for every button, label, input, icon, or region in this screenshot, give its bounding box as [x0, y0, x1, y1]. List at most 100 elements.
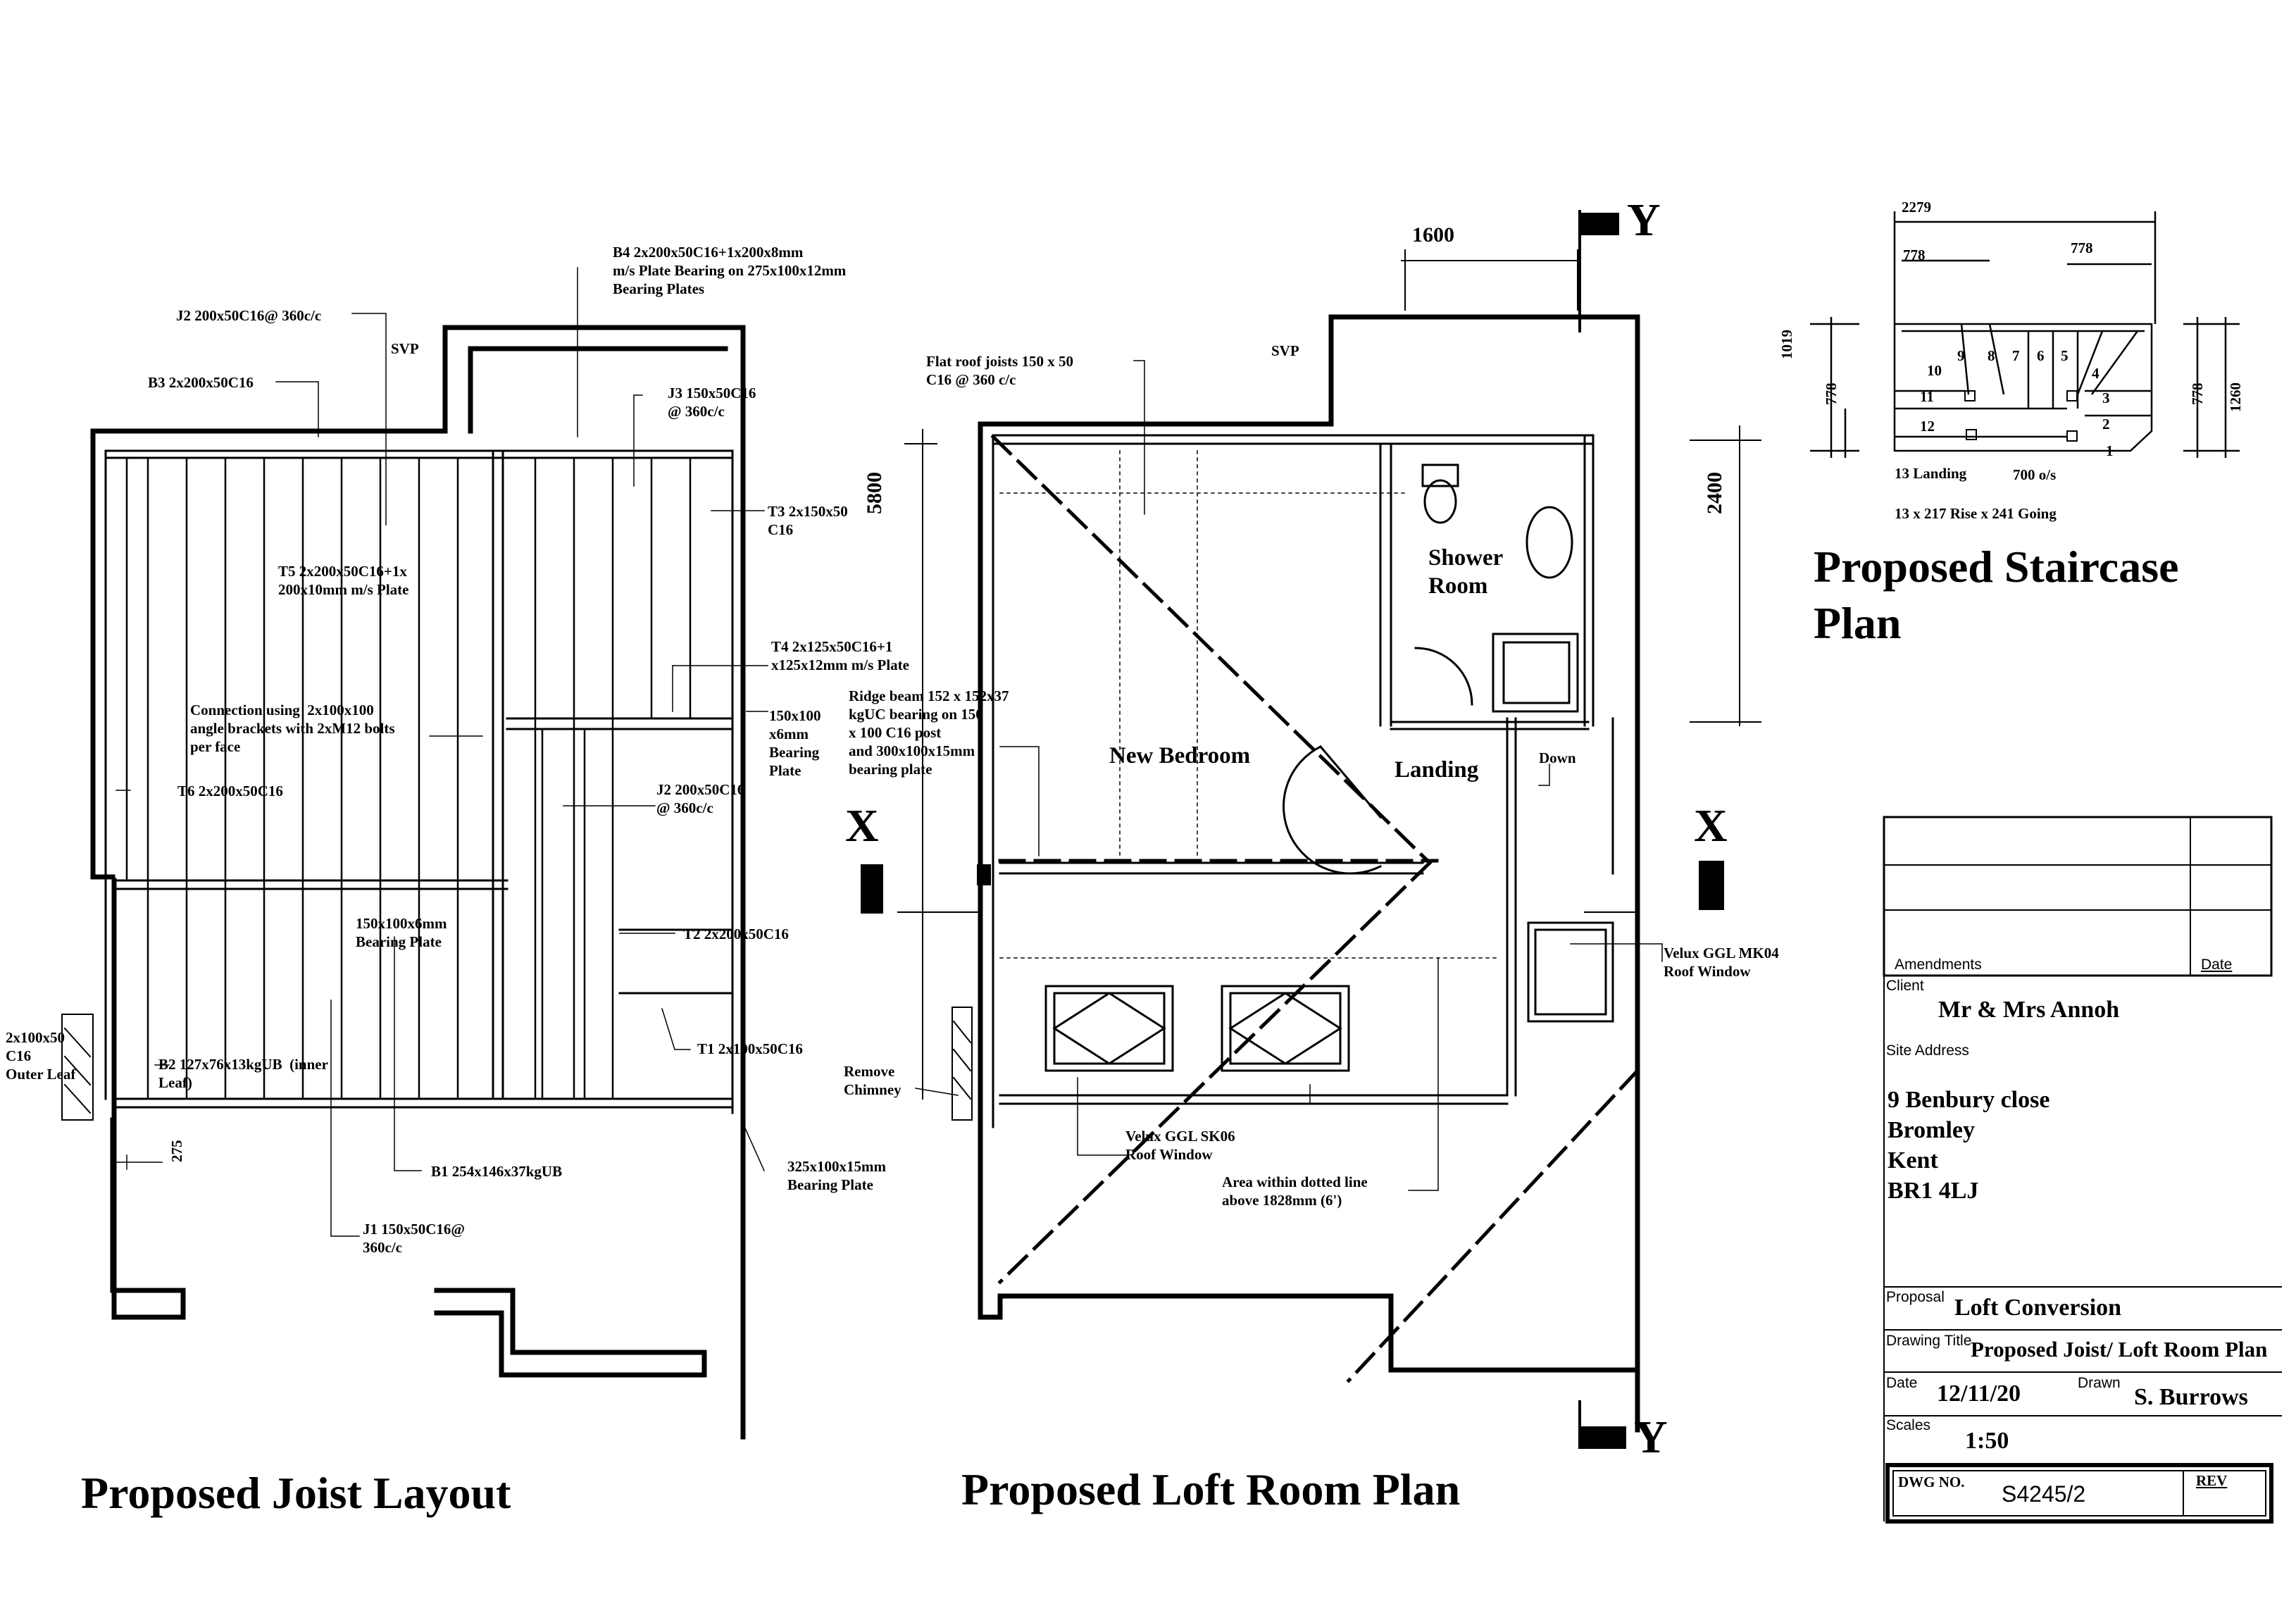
tb-site-address-label: Site Address: [1886, 1042, 1969, 1059]
label-t1: T1 2x100x50C16: [697, 1040, 803, 1057]
label-bearing-plate-325: 325x100x15mm Bearing Plate: [787, 1158, 886, 1193]
room-landing: Landing: [1395, 757, 1479, 783]
stair-step-1: 1: [2106, 442, 2114, 459]
stair-step-11: 11: [1920, 388, 1934, 405]
label-velux-mk04: Velux GGL MK04 Roof Window: [1664, 945, 1779, 980]
tb-amendments-label: Amendments: [1895, 957, 1982, 973]
stair-step-8: 8: [1988, 347, 1995, 364]
label-svp-joist: SVP: [391, 340, 419, 357]
room-new-bedroom: New Bedroom: [1109, 743, 1251, 768]
label-outer-leaf: 2x100x50 C16 Outer Leaf: [6, 1029, 76, 1083]
bedroom-door: [1282, 745, 1383, 875]
stair-dim-778a: 778: [1903, 247, 1926, 263]
tb-drawing-title-value: Proposed Joist/ Loft Room Plan: [1971, 1337, 2268, 1362]
stair-step-7: 7: [2012, 347, 2020, 364]
section-x-left: X: [845, 800, 879, 852]
title-joist-layout: Proposed Joist Layout: [81, 1468, 511, 1518]
label-t4: T4 2x125x50C16+1 x125x12mm m/s Plate: [771, 638, 909, 673]
tb-dwg-label: DWG NO.: [1898, 1474, 1965, 1490]
stair-dim-778c: 778: [1823, 382, 1840, 406]
stair-step-6: 6: [2037, 347, 2045, 364]
room-shower: Shower Room: [1428, 545, 1504, 599]
stair-700-os: 700 o/s: [2013, 466, 2057, 483]
tb-drawn-value: S. Burrows: [2134, 1384, 2248, 1410]
staircase-newels: [1964, 390, 2078, 442]
joist-plan-inner-lines: [104, 449, 734, 1114]
section-y-top: Y: [1627, 194, 1661, 246]
joist-plan-walls: [90, 325, 746, 1440]
stair-step-9: 9: [1957, 347, 1965, 364]
label-t5: T5 2x200x50C16+1x 200x10mm m/s Plate: [278, 563, 409, 598]
tb-scale-value: 1:50: [1965, 1428, 2009, 1454]
staircase-linework: [1810, 211, 2240, 458]
label-svp-loft: SVP: [1271, 342, 1299, 359]
stair-landing: 13 Landing: [1895, 465, 1967, 482]
stair-dim-778b: 778: [2071, 239, 2093, 256]
tb-drawing-title-label: Drawing Title: [1886, 1333, 1972, 1349]
velux-sk06-windows: [1044, 985, 1350, 1072]
label-connection: Connection using 2x100x100 angle bracket…: [190, 702, 395, 755]
section-x-right: X: [1694, 800, 1728, 852]
tb-client-label: Client: [1886, 978, 1924, 994]
tb-client-value: Mr & Mrs Annoh: [1938, 997, 2120, 1023]
tb-dwg-value: S4245/2: [2002, 1481, 2086, 1507]
dim-1600: 1600: [1412, 223, 1454, 247]
joist-members: [125, 456, 692, 1100]
tb-date-col-label: Date: [2201, 957, 2233, 973]
label-b4: B4 2x200x50C16+1x200x8mm m/s Plate Beari…: [613, 244, 847, 297]
tb-site-address: 9 Benbury close Bromley Kent BR1 4LJ: [1888, 1087, 2050, 1204]
loft-leaders: [915, 360, 1663, 1191]
stair-step-12: 12: [1920, 418, 1935, 435]
loft-dimensions: [897, 249, 1761, 1100]
tb-rev-label: REV: [2196, 1472, 2228, 1489]
stair-dim-778d: 778: [2189, 382, 2206, 406]
loft-plan-inner: [992, 434, 1614, 1128]
label-j2-mid: J2 200x50C16 @ 360c/c: [656, 781, 745, 816]
tb-proposal-value: Loft Conversion: [1954, 1295, 2122, 1321]
tb-drawn-label: Drawn: [2078, 1375, 2121, 1391]
label-t3: T3 2x150x50 C16: [768, 503, 848, 538]
label-flat-roof: Flat roof joists 150 x 50 C16 @ 360 c/c: [926, 353, 1074, 388]
tb-scales-label: Scales: [1886, 1417, 1931, 1433]
loft-dashed-lines: [990, 434, 1640, 1383]
label-j1: J1 150x50C16@ 360c/c: [363, 1221, 465, 1256]
label-bearing-plate-150: 150x100 x6mm Bearing Plate: [769, 707, 821, 779]
tb-proposal-label: Proposal: [1886, 1289, 1945, 1305]
stair-rise-going: 13 x 217 Rise x 241 Going: [1895, 505, 2057, 522]
title-loft-room-plan: Proposed Loft Room Plan: [961, 1464, 1461, 1514]
joist-leaders: [116, 267, 768, 1237]
chimney-hatch: [952, 1007, 973, 1121]
label-remove-chimney: Remove Chimney: [844, 1063, 901, 1098]
outer-leaf-hatch: [61, 1014, 94, 1121]
stair-step-3: 3: [2102, 390, 2110, 406]
label-j3: J3 150x50C16 @ 360c/c: [668, 385, 756, 420]
tb-date-label: Date: [1886, 1375, 1918, 1391]
label-b2: B2 127x76x13kgUB (inner Leaf): [158, 1056, 328, 1091]
label-bearing-plate-150b: 150x100x6mm Bearing Plate: [356, 915, 447, 950]
section-marker-flags: [861, 213, 1724, 1449]
label-down: Down: [1539, 749, 1576, 766]
title-block-lines: [1883, 816, 2282, 1524]
label-ridge-beam: Ridge beam 152 x 152x37 kgUC bearing on …: [849, 687, 1009, 778]
label-j2-top: J2 200x50C16@ 360c/c: [176, 307, 322, 324]
label-t2: T2 2x200x50C16: [683, 926, 789, 942]
stair-dim-1260: 1260: [2227, 382, 2244, 412]
stair-step-4: 4: [2092, 365, 2100, 382]
label-area-note: Area within dotted line above 1828mm (6'…: [1222, 1173, 1368, 1209]
label-velux-sk06: Velux GGL SK06 Roof Window: [1125, 1128, 1235, 1163]
title-staircase-plan: Proposed Staircase Plan: [1814, 542, 2179, 648]
label-b3: B3 2x200x50C16: [148, 374, 254, 391]
stair-step-5: 5: [2061, 347, 2069, 364]
section-y-bottom: Y: [1634, 1412, 1668, 1463]
stair-dim-1019: 1019: [1778, 330, 1795, 359]
stair-step-10: 10: [1927, 362, 1942, 379]
label-t6: T6 2x200x50C16: [177, 783, 283, 799]
shower-fittings: [1414, 463, 1573, 706]
label-b1: B1 254x146x37kgUB: [431, 1163, 563, 1180]
tb-date-value: 12/11/20: [1937, 1381, 2021, 1407]
stair-dim-2279: 2279: [1902, 199, 1931, 216]
dim-2400: 2400: [1703, 472, 1726, 514]
stair-step-2: 2: [2102, 416, 2110, 432]
loft-thin-lines: [999, 450, 1501, 959]
